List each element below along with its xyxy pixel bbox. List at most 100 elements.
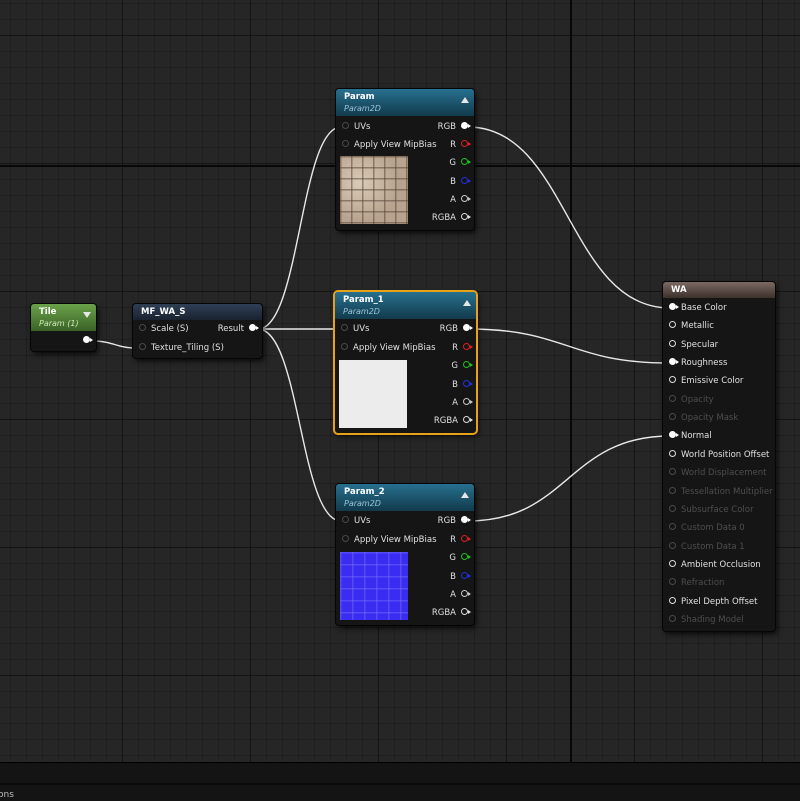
collapse-arrow-icon[interactable] [461, 492, 469, 498]
pin-icon[interactable] [461, 213, 471, 220]
pin-icon[interactable] [461, 590, 471, 597]
pin-icon[interactable] [139, 343, 146, 350]
node-header[interactable]: Param_2 Param2D [336, 484, 474, 511]
pin-icon[interactable] [342, 516, 349, 523]
node-header[interactable]: Param_1 Param2D [335, 292, 476, 319]
input-pin-base-color[interactable]: Base Color [669, 301, 727, 315]
pin-icon[interactable] [669, 376, 676, 384]
pin-icon[interactable] [461, 608, 471, 615]
output-pin-b[interactable]: B [450, 175, 471, 189]
bottom-panel-tab[interactable]: ons [0, 790, 14, 800]
material-graph-canvas[interactable]: Tile Param (1) MF_WA_S Scale (S) Texture… [0, 0, 800, 762]
input-pin-emissive-color[interactable]: Emissive Color [669, 374, 743, 388]
pin-label: Specular [681, 339, 719, 350]
pin-label: Refraction [681, 578, 725, 589]
node-header[interactable]: Tile Param (1) [31, 304, 96, 331]
pin-icon[interactable] [463, 416, 473, 423]
input-pin-mipbias[interactable]: Apply View MipBias [341, 341, 436, 355]
output-pin-a[interactable]: A [452, 396, 473, 410]
output-pin[interactable] [78, 334, 93, 348]
bottom-panel-bar: ons [0, 762, 800, 801]
output-pin-r[interactable]: R [450, 138, 471, 152]
texture-param-2-node[interactable]: Param_2 Param2D UVs Apply View MipBias R… [336, 484, 474, 625]
input-pin-uvs[interactable]: UVs [341, 322, 369, 336]
node-header[interactable]: MF_WA_S [133, 304, 262, 320]
material-function-node[interactable]: MF_WA_S Scale (S) Texture_Tiling (S) Res… [133, 304, 262, 358]
pin-icon[interactable] [669, 596, 676, 604]
pin-icon[interactable] [342, 140, 349, 147]
output-pin-rgb[interactable]: RGB [438, 514, 471, 528]
output-pin-g[interactable]: G [449, 156, 471, 170]
node-header[interactable]: Param Param2D [336, 89, 474, 116]
output-pin-r[interactable]: R [450, 533, 471, 547]
pin-icon [669, 486, 676, 494]
output-pin-result[interactable]: Result [218, 322, 259, 336]
pin-icon[interactable] [463, 380, 473, 387]
input-pin-uvs[interactable]: UVs [342, 120, 370, 134]
input-pin-world-position-offset[interactable]: World Position Offset [669, 448, 769, 462]
pin-icon[interactable] [463, 361, 473, 368]
pin-icon[interactable] [461, 572, 471, 579]
pin-icon[interactable] [669, 303, 679, 310]
output-pin-r[interactable]: R [452, 341, 473, 355]
pin-label: Custom Data 1 [681, 541, 745, 552]
pin-icon[interactable] [669, 431, 679, 439]
pin-icon[interactable] [83, 336, 93, 343]
output-pin-g[interactable]: G [449, 551, 471, 565]
pin-icon[interactable] [341, 324, 348, 331]
input-pin-uvs[interactable]: UVs [342, 514, 370, 528]
output-pin-rgba[interactable]: RGBA [434, 414, 473, 428]
pin-icon[interactable] [461, 158, 471, 165]
input-pin-normal[interactable]: Normal [669, 429, 712, 443]
input-pin-pixel-depth-offset[interactable]: Pixel Depth Offset [669, 595, 758, 609]
node-title: Param_1 [343, 295, 384, 305]
texture-param-node[interactable]: Param Param2D UVs Apply View MipBias RGB… [336, 89, 474, 230]
pin-icon[interactable] [139, 324, 146, 331]
input-pin-metallic[interactable]: Metallic [669, 319, 714, 333]
input-pin-specular[interactable]: Specular [669, 338, 718, 352]
node-header[interactable]: WA [663, 282, 775, 298]
output-pin-rgb[interactable]: RGB [438, 120, 471, 134]
pin-icon[interactable] [669, 339, 676, 347]
pin-icon[interactable] [461, 140, 471, 147]
texture-param-1-node[interactable]: Param_1 Param2D UVs Apply View MipBias R… [335, 292, 476, 433]
pin-label: World Position Offset [681, 449, 770, 460]
input-pin-texture-tiling[interactable]: Texture_Tiling (S) [139, 341, 224, 355]
input-pin-mipbias[interactable]: Apply View MipBias [342, 138, 437, 152]
pin-icon[interactable] [461, 516, 471, 523]
pin-icon[interactable] [461, 122, 471, 129]
pin-icon[interactable] [463, 324, 473, 331]
collapse-arrow-icon[interactable] [461, 97, 469, 103]
output-pin-rgba[interactable]: RGBA [432, 211, 471, 225]
collapse-arrow-icon[interactable] [463, 300, 471, 306]
tile-parameter-node[interactable]: Tile Param (1) [31, 304, 96, 351]
pin-icon[interactable] [669, 449, 676, 457]
output-pin-a[interactable]: A [450, 588, 471, 602]
pin-icon[interactable] [342, 535, 349, 542]
pin-icon[interactable] [341, 343, 348, 350]
output-pin-rgba[interactable]: RGBA [432, 606, 471, 620]
pin-icon[interactable] [463, 398, 473, 405]
pin-icon[interactable] [461, 195, 471, 202]
pin-icon[interactable] [669, 559, 676, 567]
output-pin-a[interactable]: A [450, 193, 471, 207]
input-pin-roughness[interactable]: Roughness [669, 356, 727, 370]
input-pin-ambient-occlusion[interactable]: Ambient Occlusion [669, 558, 761, 572]
input-pin-mipbias[interactable]: Apply View MipBias [342, 533, 437, 547]
output-pin-g[interactable]: G [451, 359, 473, 373]
pin-icon[interactable] [461, 535, 471, 542]
pin-icon[interactable] [342, 122, 349, 129]
pin-icon[interactable] [669, 358, 679, 366]
pin-icon[interactable] [461, 553, 471, 560]
output-pin-b[interactable]: B [452, 378, 473, 392]
pin-icon[interactable] [463, 343, 473, 350]
output-pin-b[interactable]: B [450, 570, 471, 584]
input-pin-scale[interactable]: Scale (S) [139, 322, 189, 336]
output-pin-rgb[interactable]: RGB [440, 322, 473, 336]
pin-icon[interactable] [669, 321, 676, 329]
pin-icon[interactable] [249, 324, 259, 331]
panel-divider[interactable] [0, 783, 800, 785]
pin-icon[interactable] [461, 177, 471, 184]
collapse-arrow-icon[interactable] [83, 312, 91, 318]
